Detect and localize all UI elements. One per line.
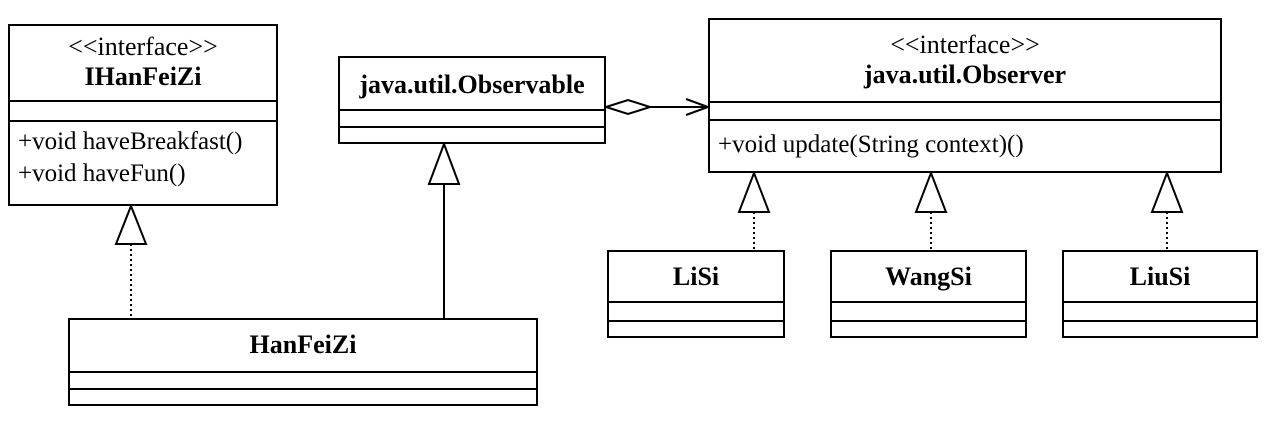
class-liusi-header: LiuSi: [1064, 252, 1256, 301]
operations-compartment: [832, 320, 1025, 336]
attributes-compartment: [710, 101, 1220, 119]
class-name: HanFeiZi: [249, 330, 357, 359]
class-liusi[interactable]: LiuSi: [1062, 250, 1258, 338]
class-name: IHanFeiZi: [84, 62, 202, 91]
operations-compartment: +void haveBreakfast() +void haveFun(): [10, 120, 276, 190]
attributes-compartment: [10, 100, 276, 120]
class-observable[interactable]: java.util.Observable: [338, 56, 606, 144]
operations-compartment: [340, 126, 604, 142]
class-observer-header: <<interface>> java.util.Observer: [710, 20, 1220, 101]
operation: +void haveBreakfast(): [18, 128, 243, 155]
realization-arrowhead-liusi: [1150, 170, 1184, 213]
class-lisi-header: LiSi: [609, 252, 783, 301]
class-observer[interactable]: <<interface>> java.util.Observer +void u…: [708, 18, 1222, 173]
operations-compartment: +void update(String context)(): [710, 119, 1220, 161]
class-lisi[interactable]: LiSi: [607, 250, 785, 338]
realization-arrowhead-lisi: [737, 170, 771, 213]
operation: +void update(String context)(): [718, 131, 1024, 158]
attributes-compartment: [609, 301, 783, 320]
generalization-arrowhead-observable: [427, 141, 461, 185]
class-wangsi[interactable]: WangSi: [830, 250, 1027, 338]
class-wangsi-header: WangSi: [832, 252, 1025, 301]
operations-compartment: [70, 388, 536, 404]
aggregation-diamond: [602, 98, 654, 116]
stereotype-label: <<interface>>: [68, 32, 218, 61]
class-name: LiuSi: [1129, 262, 1191, 291]
realization-arrowhead-ihanfeizi: [114, 203, 148, 245]
operations-compartment: [1064, 320, 1256, 336]
stereotype-label: <<interface>>: [890, 30, 1040, 59]
class-name: java.util.Observer: [863, 60, 1067, 89]
class-hanfeizi-header: HanFeiZi: [70, 320, 536, 371]
class-ihanfeizi[interactable]: <<interface>> IHanFeiZi +void haveBreakf…: [8, 24, 278, 206]
operations-compartment: [609, 320, 783, 336]
attributes-compartment: [340, 109, 604, 126]
class-ihanfeizi-header: <<interface>> IHanFeiZi: [10, 26, 276, 100]
realization-arrowhead-wangsi: [914, 170, 948, 213]
attributes-compartment: [832, 301, 1025, 320]
class-name: LiSi: [672, 262, 720, 291]
class-name: java.util.Observable: [359, 70, 585, 99]
operation: +void haveFun(): [18, 160, 186, 187]
class-name: WangSi: [885, 262, 972, 291]
class-observable-header: java.util.Observable: [340, 58, 604, 109]
attributes-compartment: [1064, 301, 1256, 320]
attributes-compartment: [70, 371, 536, 388]
class-hanfeizi[interactable]: HanFeiZi: [68, 318, 538, 406]
